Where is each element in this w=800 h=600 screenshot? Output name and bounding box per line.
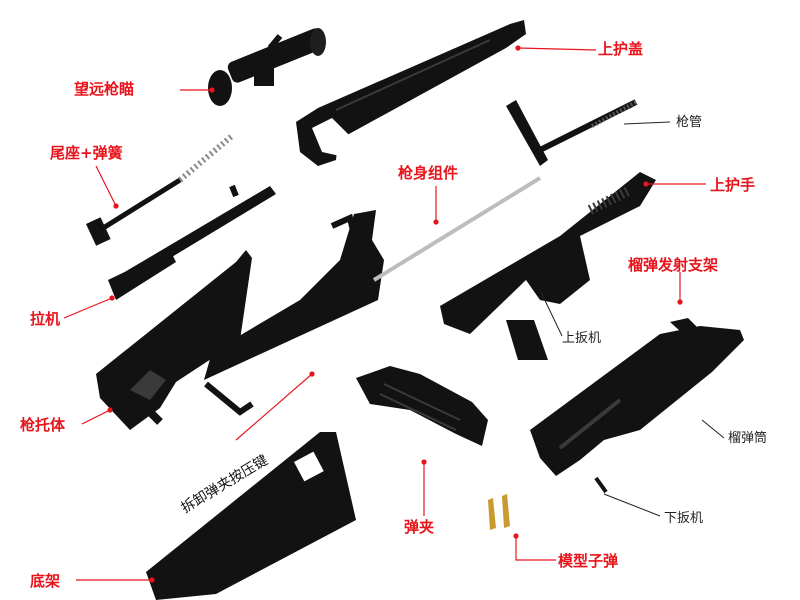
scope-part (208, 28, 326, 106)
label-upper-handguard: 上护手 (710, 176, 756, 194)
callout-lines (63, 45, 706, 583)
leader-lower-trigger (603, 493, 661, 517)
label-grenade-launcher-mount: 榴弹发射支架 (628, 256, 719, 274)
leader-stock (81, 409, 111, 425)
label-lower-trigger: 下扳机 (664, 511, 704, 526)
label-magazine: 弹夹 (404, 518, 435, 536)
leader-barrel (623, 121, 671, 125)
label-base-stand: 底架 (30, 572, 61, 590)
leader-butt-spring (95, 165, 117, 207)
stock-body-part (96, 250, 252, 430)
leader-grenade-tube (701, 419, 725, 439)
magazine-part (356, 366, 488, 446)
label-scope: 望远枪瞄 (74, 80, 135, 98)
base-stand-part (146, 432, 356, 600)
label-stock-body: 枪托体 (20, 416, 66, 434)
label-grenade-tube: 榴弹筒 (728, 431, 768, 446)
grenade-launcher-part (530, 318, 744, 494)
bolt-part (108, 184, 276, 300)
leader-mag-release (235, 373, 313, 441)
leader-upper-cover (517, 47, 597, 51)
label-gun-body-assembly: 枪身组件 (398, 164, 459, 182)
barrel-part (506, 99, 638, 166)
butt-spring-part (86, 133, 234, 246)
label-bolt: 拉机 (30, 310, 61, 328)
upper-cover-part (296, 20, 526, 166)
model-bullets-part (488, 494, 510, 530)
label-upper-trigger: 上扳机 (562, 331, 602, 346)
label-model-bullets: 模型子弹 (558, 552, 619, 570)
leader-bullets (515, 536, 556, 561)
leader-bolt (63, 297, 113, 319)
callout-lines-dark (539, 121, 725, 517)
label-barrel: 枪管 (676, 115, 703, 130)
label-upper-cover: 上护盖 (598, 40, 644, 58)
gun-body-assembly-part (204, 176, 542, 416)
leader-upper-trigger (539, 289, 563, 337)
upper-handguard-part (440, 172, 656, 360)
label-butt-spring: 尾座+弹簧 (50, 144, 123, 162)
